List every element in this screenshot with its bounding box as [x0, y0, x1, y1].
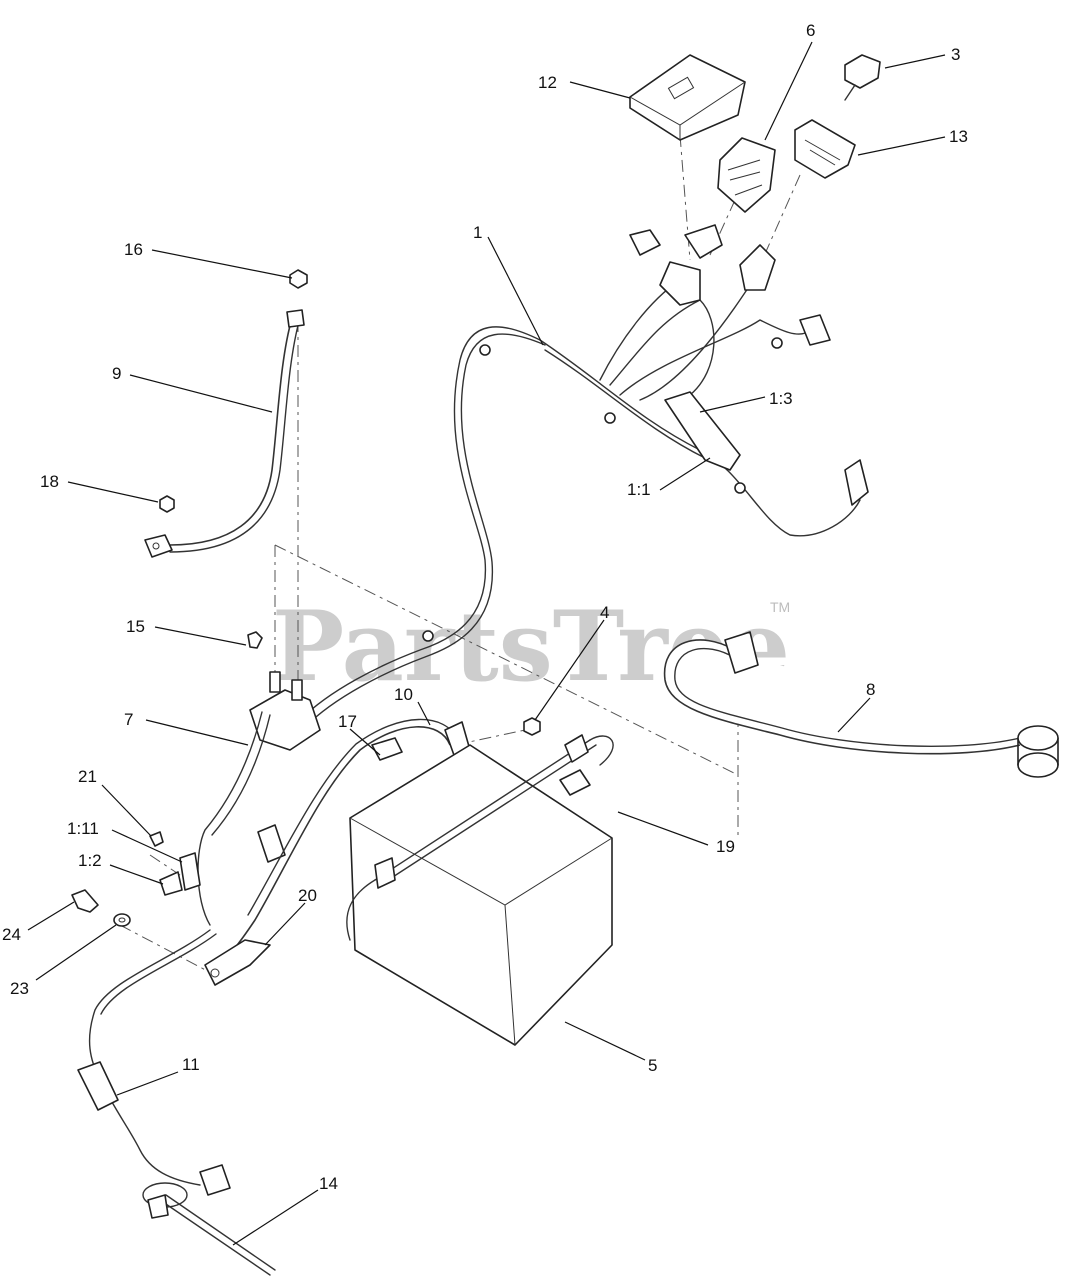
callout-1-1: 1:1 — [627, 480, 651, 499]
part-9-battery-cable — [144, 309, 305, 558]
callout-21: 21 — [78, 767, 97, 786]
callout-1: 1 — [473, 223, 482, 242]
callout-19: 19 — [716, 837, 735, 856]
callout-12: 12 — [538, 73, 557, 92]
callout-11: 11 — [182, 1055, 200, 1074]
part-3-key — [844, 54, 881, 101]
callout-17: 17 — [338, 712, 357, 731]
callout-8: 8 — [866, 680, 875, 699]
callout-labels: 12 6 3 13 1 1:3 1:1 16 9 18 15 7 10 17 4… — [2, 21, 968, 1193]
callout-1-2: 1:2 — [78, 851, 102, 870]
part-1-2-bracket — [159, 871, 183, 896]
part-16-nut — [289, 269, 308, 289]
callout-24: 24 — [2, 925, 21, 944]
part-1-11-connector — [179, 852, 201, 891]
callout-15: 15 — [126, 617, 145, 636]
part-18-nut — [159, 495, 175, 513]
part-4-nut — [523, 717, 541, 736]
part-8-spark-plug-wire — [663, 631, 1059, 778]
callout-16: 16 — [124, 240, 143, 259]
part-20-terminal — [204, 939, 271, 986]
callout-3: 3 — [951, 45, 960, 64]
part-21-screw — [149, 831, 164, 847]
part-14-cable-tie — [142, 1182, 276, 1276]
callout-7: 7 — [124, 710, 133, 729]
part-13-ignition-switch — [794, 119, 856, 179]
part-7-solenoid — [197, 671, 321, 926]
callout-1-3: 1:3 — [769, 389, 793, 408]
part-15-bolt — [247, 631, 263, 649]
part-1-wire-harness — [299, 224, 869, 728]
callout-4: 4 — [600, 603, 609, 622]
callout-18: 18 — [40, 472, 59, 491]
callout-23: 23 — [10, 979, 29, 998]
callout-10: 10 — [394, 685, 413, 704]
callout-leaders — [27, 41, 946, 1246]
callout-5: 5 — [648, 1056, 657, 1075]
part-5-battery — [349, 744, 613, 1046]
callout-9: 9 — [112, 364, 121, 383]
part-6-switch-module — [717, 137, 776, 213]
watermark-tm: TM — [770, 599, 790, 615]
part-12-cover — [629, 54, 746, 141]
part-23-washer — [113, 913, 131, 927]
callout-1-11: 1:11 — [67, 819, 99, 838]
callout-14: 14 — [319, 1174, 338, 1193]
callout-6: 6 — [806, 21, 815, 40]
part-11-harness — [77, 929, 231, 1196]
part-19-hold-down-rod — [346, 734, 614, 941]
callout-13: 13 — [949, 127, 968, 146]
part-24-bolt — [71, 889, 99, 913]
callout-20: 20 — [298, 886, 317, 905]
